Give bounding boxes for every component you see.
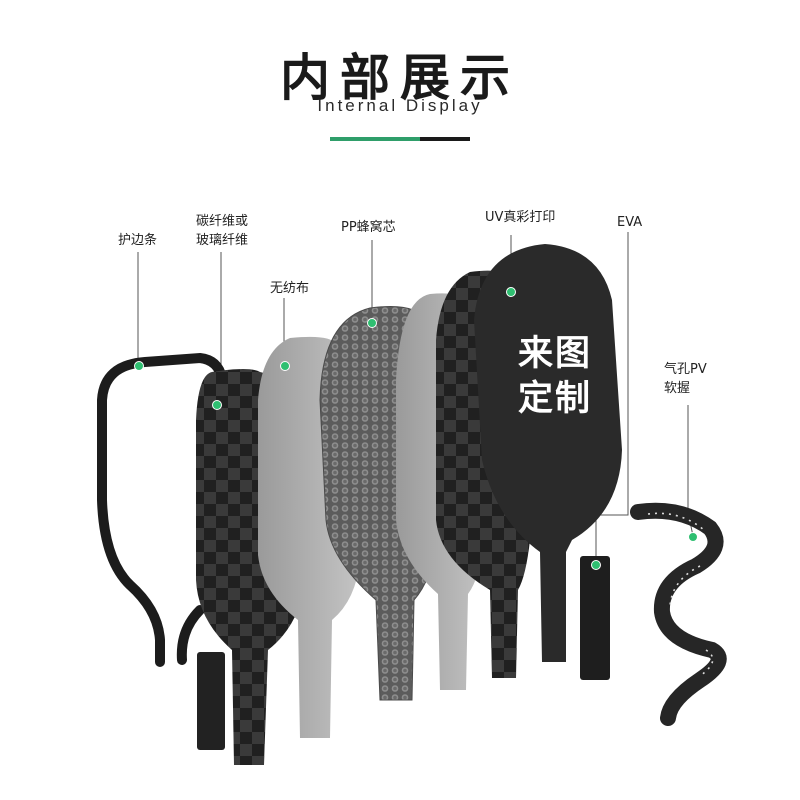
marker-honeycomb	[367, 318, 377, 328]
label-carbon-glass: 碳纤维或 玻璃纤维	[196, 212, 248, 250]
label-grip: 气孔PV 软握	[664, 360, 707, 398]
layer-markers	[134, 287, 698, 570]
carbon-handle-block	[197, 652, 225, 750]
marker-eva	[591, 560, 601, 570]
label-carbon-glass-line2: 玻璃纤维	[196, 233, 249, 248]
marker-edge-strip	[134, 361, 144, 371]
label-honeycomb: PP蜂窝芯	[341, 220, 396, 235]
uv-print-layer	[474, 244, 622, 662]
page-subtitle: Internal Display	[317, 96, 483, 115]
marker-carbon	[212, 400, 222, 410]
title-underline	[330, 137, 470, 141]
marker-nonwoven	[280, 361, 290, 371]
custom-print-line-1: 来图	[517, 334, 592, 374]
marker-grip	[688, 532, 698, 542]
label-edge-strip: 护边条	[118, 233, 158, 248]
custom-print-text: 来图 定制	[500, 332, 610, 422]
edge-strip-layer	[97, 352, 227, 667]
label-carbon-glass-line1: 碳纤维或	[196, 214, 249, 229]
label-nonwoven: 无纺布	[270, 281, 310, 296]
page-title: 内部展示	[280, 49, 520, 107]
grip-tape-spiral	[630, 502, 727, 726]
label-grip-line1: 气孔PV	[664, 362, 707, 377]
marker-uv-print	[506, 287, 516, 297]
title-underline-accent	[330, 137, 420, 141]
label-grip-line2: 软握	[664, 381, 691, 396]
eva-handle	[580, 556, 610, 680]
label-uv-print: UV真彩打印	[485, 210, 556, 225]
label-eva: EVA	[617, 215, 643, 230]
custom-print-line-2: 定制	[517, 379, 592, 419]
title-underline-dark	[420, 137, 470, 141]
